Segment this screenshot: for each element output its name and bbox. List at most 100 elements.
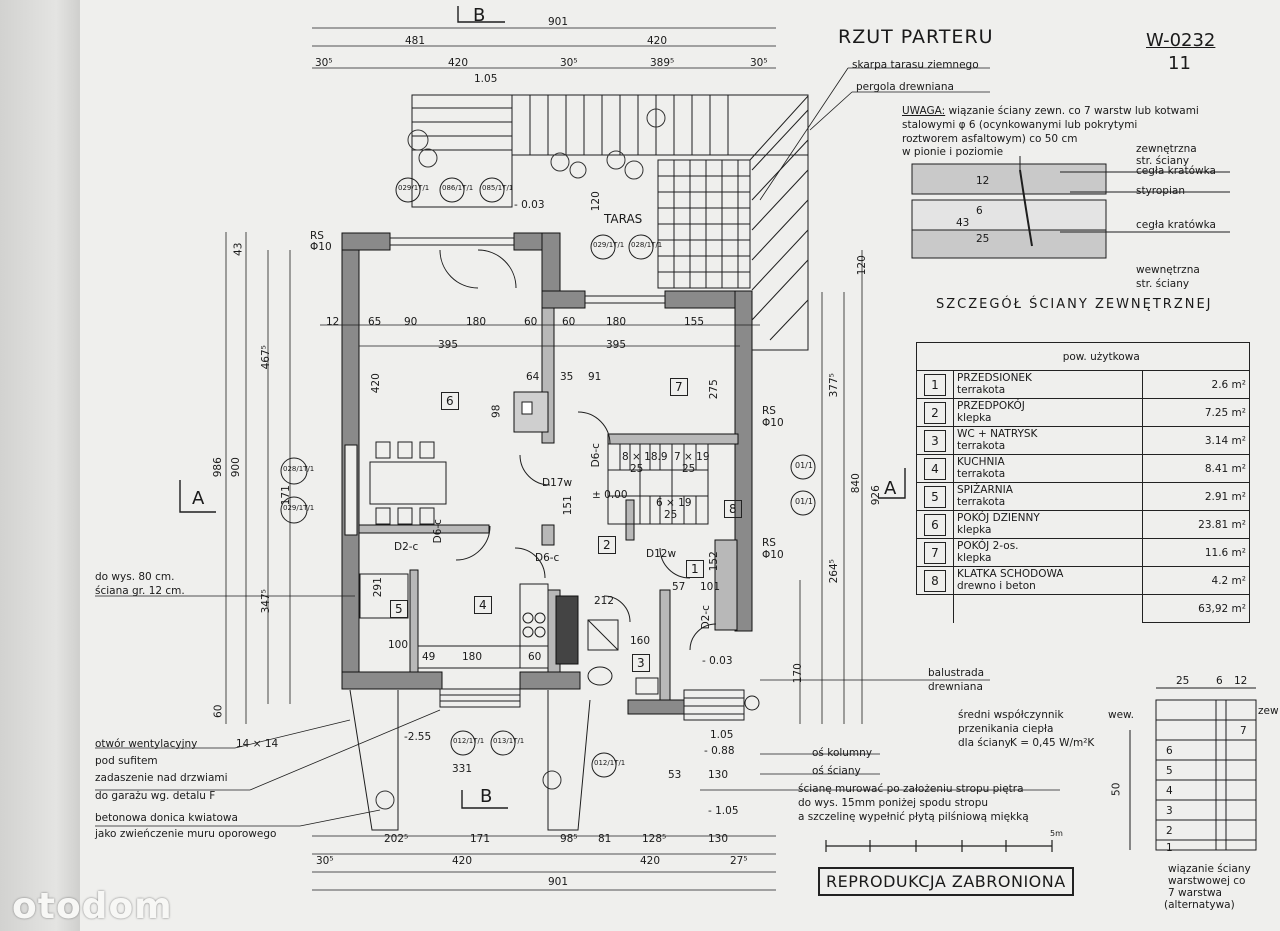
dim-120: 120 xyxy=(589,191,602,212)
label-rs2: RS xyxy=(762,405,776,417)
uwaga-line2: stalowymi φ 6 (ocynkowanymi lub pokrytym… xyxy=(902,119,1138,131)
label-otwor: otwór wentylacyjny xyxy=(95,738,198,750)
room-table-header-row: pow. użytkowa xyxy=(916,342,1250,371)
plants xyxy=(375,108,666,810)
room-area: 4.2 m² xyxy=(1142,566,1250,595)
label-donica2: jako zwieńczenie muru oporowego xyxy=(95,828,277,840)
wall-east xyxy=(734,290,753,632)
dim-49: 49 xyxy=(422,651,436,663)
room-finish: klepka xyxy=(957,411,992,424)
dim-98: 98 xyxy=(490,404,503,418)
dim-bot-81: 81 xyxy=(598,833,612,845)
dim-bot-1285: 128⁵ xyxy=(642,833,667,845)
callout-1: 029/1T/1 xyxy=(398,184,430,192)
scale-bar xyxy=(825,840,1053,852)
label-wiazanie-alt4: (alternatywa) xyxy=(1164,899,1235,911)
chimney xyxy=(555,595,579,665)
section-b-top-label: B xyxy=(473,5,486,26)
room-no: 6 xyxy=(924,513,946,536)
layer-3: 3 xyxy=(1166,805,1173,817)
wall-detail-cegla2: cegła kratówka xyxy=(1136,219,1216,231)
label-wspolczynnik2: przenikania ciepła xyxy=(958,723,1054,735)
dim-top-105: 1.05 xyxy=(474,73,498,85)
room-area: 3.14 m² xyxy=(1142,426,1250,455)
dim-top-305c: 30⁵ xyxy=(750,57,768,69)
layer-7: 7 xyxy=(1240,725,1247,737)
label-rs3: RS xyxy=(762,537,776,549)
shower xyxy=(587,619,619,651)
dim-926: 926 xyxy=(869,485,882,506)
dim-840: 840 xyxy=(849,473,862,494)
door-d2c: D2-c xyxy=(394,541,419,553)
room-total-row: 63,92 m² xyxy=(916,594,1250,623)
watermark-logo: otodom xyxy=(12,886,173,927)
callout-4: 029/1T/1 xyxy=(593,241,625,249)
wall-detail-6: 6 xyxy=(976,205,983,217)
wall-detail-zew1: zewnętrzna xyxy=(1136,143,1197,155)
door-d12w: D12w xyxy=(646,548,677,560)
room-area: 2.91 m² xyxy=(1142,482,1250,511)
dim-3775: 377⁵ xyxy=(827,373,840,398)
stair-label-2: 7 × 19 xyxy=(674,451,710,463)
wall-stair-west xyxy=(625,499,635,541)
room-number-4: 4 xyxy=(474,596,492,614)
dim-bot-305: 30⁵ xyxy=(316,855,334,867)
dim-151: 151 xyxy=(561,495,574,516)
dim-90: 90 xyxy=(404,316,418,328)
label-wew: wew. xyxy=(1108,709,1135,721)
dim-bot-420: 420 xyxy=(452,855,473,867)
dim-60: 60 xyxy=(524,316,538,328)
leader-lines xyxy=(95,67,1060,827)
scale-label: 5m xyxy=(1050,829,1063,838)
dim-top-305b: 30⁵ xyxy=(560,57,578,69)
label-os-sciany: oś ściany xyxy=(812,765,861,777)
dim-152: 152 xyxy=(707,551,720,572)
dim-60d: 60 xyxy=(212,704,225,718)
label-sciane-murowac2: do wys. 15mm poniżej spodu stropu xyxy=(798,797,989,809)
wall-wc-east xyxy=(659,589,671,701)
label-balustrada: balustrada xyxy=(928,667,985,679)
exterior-walls xyxy=(341,232,753,715)
retaining-walls xyxy=(349,688,591,831)
pergola-grid xyxy=(657,159,751,289)
room-number-3: 3 xyxy=(632,654,650,672)
callout-10: 012/1T/1 xyxy=(453,737,485,745)
dim-53: 53 xyxy=(668,769,682,781)
callout-6: 028/1T/1 xyxy=(283,465,315,473)
staircase xyxy=(607,443,709,525)
callout-9: 01/1 xyxy=(795,497,813,506)
terrace-slope xyxy=(749,94,809,351)
room-finish: terrakota xyxy=(957,467,1006,480)
dim-291: 291 xyxy=(371,577,384,598)
section-b-bottom-label: B xyxy=(480,786,493,807)
layer-dim-6: 6 xyxy=(1216,675,1223,687)
dim-top-420b: 420 xyxy=(448,57,469,69)
room-table-header: pow. użytkowa xyxy=(953,342,1250,371)
label-do-wys: do wys. 80 cm. xyxy=(95,571,175,583)
dining-set xyxy=(369,441,447,525)
dim-64: 64 xyxy=(526,371,540,383)
wall-detail-drawing xyxy=(911,156,1230,259)
dim-60c: 60 xyxy=(528,651,542,663)
stair-label-2b: 25 xyxy=(682,463,696,475)
room-no: 7 xyxy=(924,541,946,564)
callout-3: 085/1T/1 xyxy=(482,184,514,192)
room-number-6: 6 xyxy=(441,392,459,410)
door-d6c1: D6-c xyxy=(589,443,602,468)
room-name: PRZEDSIONEK xyxy=(957,371,1032,384)
label-wiazanie-alt3: 7 warstwa xyxy=(1168,887,1222,899)
wall-stair-north xyxy=(607,433,739,445)
layer-dim-25: 25 xyxy=(1176,675,1190,687)
room-area: 7.25 m² xyxy=(1142,398,1250,427)
dim-171: 171 xyxy=(279,485,292,506)
dim-420: 420 xyxy=(369,373,382,394)
label-donica: betonowa donica kwiatowa xyxy=(95,812,238,824)
dim-top-3895: 389⁵ xyxy=(650,57,675,69)
dimension-lines xyxy=(225,27,863,891)
column-marker xyxy=(744,695,760,711)
room-number-8: 8 xyxy=(724,500,742,518)
